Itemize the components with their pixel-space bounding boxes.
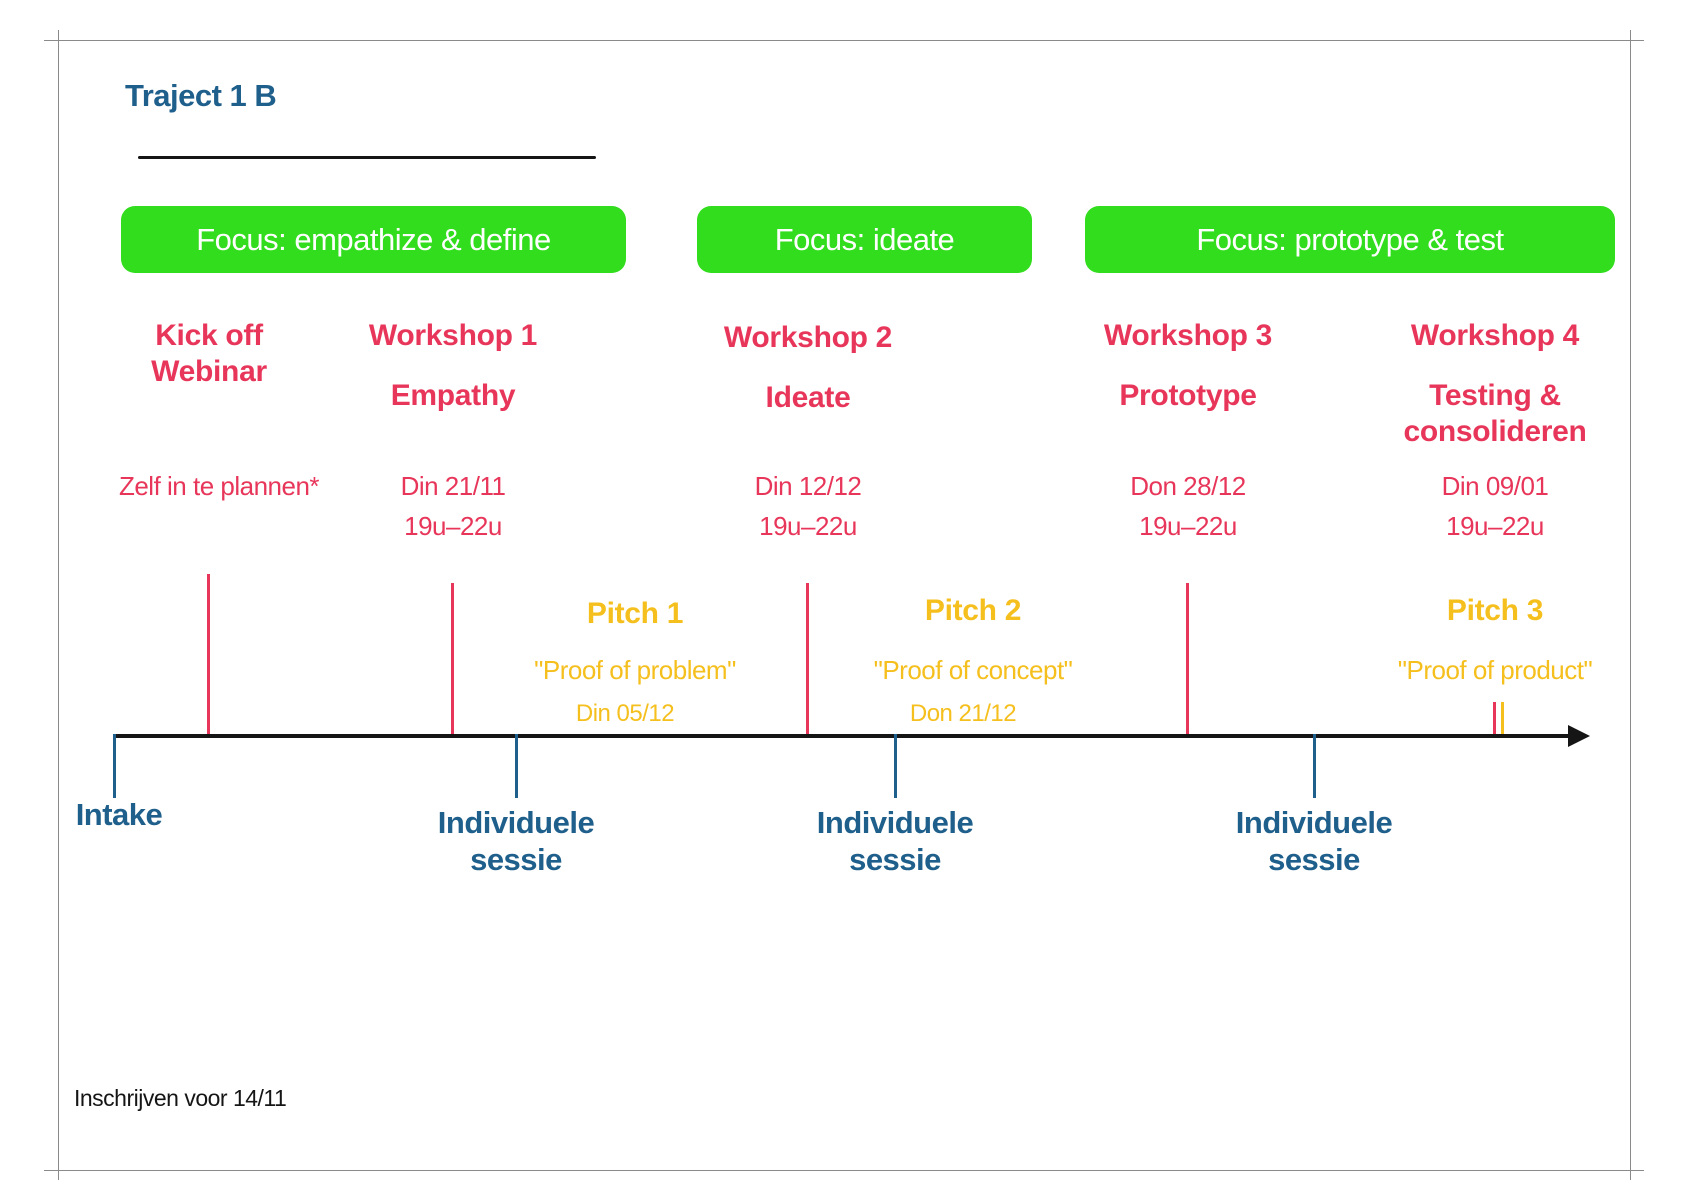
session-2-label: Individuele sessie [775,804,1015,878]
pitch-3-marker [1501,702,1504,736]
frame-bottom-line [44,1170,1644,1171]
session-label-line2: sessie [470,842,562,877]
session-1-label: Individuele sessie [396,804,636,878]
registration-deadline: Inschrijven voor 14/11 [74,1085,287,1111]
focus-bar-ideate: Focus: ideate [697,206,1032,273]
event-workshop-4: Workshop 4 Testing & consolideren [1345,318,1645,450]
timeline-axis [113,734,1583,738]
workshop-3-marker [1186,583,1189,736]
event-date: Din 09/01 [1441,471,1549,501]
pitch-2-title: Pitch 2 [924,594,1022,627]
workshop-4-marker [1493,702,1496,736]
event-date: Din 12/12 [754,471,862,501]
event-title: Workshop 3 [1103,319,1273,352]
title-underline [138,156,596,159]
pitch-1-title: Pitch 1 [586,597,684,630]
session-3-label: Individuele sessie [1194,804,1434,878]
event-title: Workshop 4 [1410,319,1580,352]
event-date: Din 21/11 [400,471,506,501]
event-title: Workshop 2 [723,321,893,354]
event-workshop-1-schedule: Din 21/11 19u–22u [303,466,603,546]
workshop-1-marker [451,583,454,736]
frame-top-line [44,40,1644,41]
event-date: Don 28/12 [1130,471,1246,501]
pitch-2-quote: "Proof of concept" [873,655,1073,685]
frame-left-line [58,30,59,1180]
event-workshop-1: Workshop 1 Empathy [303,318,603,414]
event-date: Zelf in te plannen* [118,471,320,501]
session-label: Individuele [1235,805,1393,840]
frame-right-line [1630,30,1631,1180]
event-subtitle-line2: consolideren [1403,415,1587,448]
pitch-1-date: Din 05/12 [575,700,675,727]
intake-marker [113,734,116,798]
page-title: Traject 1 B [125,78,277,113]
event-workshop-3-schedule: Don 28/12 19u–22u [1038,466,1338,546]
event-time: 19u–22u [1139,511,1237,541]
session-1-marker [515,734,518,798]
event-time: 19u–22u [1446,511,1544,541]
focus-bar-prototype-test: Focus: prototype & test [1085,206,1615,273]
event-workshop-4-schedule: Din 09/01 19u–22u [1345,466,1645,546]
session-3-marker [1313,734,1316,798]
event-title: Kick off [155,319,263,352]
session-label: Individuele [437,805,595,840]
intake-label: Intake [75,797,163,832]
kickoff-marker [207,574,210,736]
event-time: 19u–22u [404,511,502,541]
event-subtitle: Empathy [390,379,516,412]
event-workshop-2-schedule: Din 12/12 19u–22u [658,466,958,546]
pitch-3-quote: "Proof of product" [1397,655,1593,685]
focus-bar-empathize-define: Focus: empathize & define [121,206,626,273]
session-label-line2: sessie [1268,842,1360,877]
event-workshop-3: Workshop 3 Prototype [1038,318,1338,414]
pitch-2-date: Don 21/12 [909,700,1017,727]
session-label-line2: sessie [849,842,941,877]
event-time: 19u–22u [759,511,857,541]
event-subtitle: Prototype [1119,379,1257,412]
event-kickoff: Kick off Webinar [59,318,359,390]
session-2-marker [894,734,897,798]
pitch-1-quote: "Proof of problem" [534,655,736,685]
event-subtitle: Ideate [765,381,851,414]
event-workshop-2: Workshop 2 Ideate [658,320,958,416]
event-subtitle: Testing & [1429,379,1561,412]
event-title-line2: Webinar [151,355,267,388]
timeline-arrow-head [1568,725,1590,747]
event-title: Workshop 1 [368,319,538,352]
workshop-2-marker [806,583,809,736]
session-label: Individuele [816,805,974,840]
pitch-3-title: Pitch 3 [1446,594,1544,627]
